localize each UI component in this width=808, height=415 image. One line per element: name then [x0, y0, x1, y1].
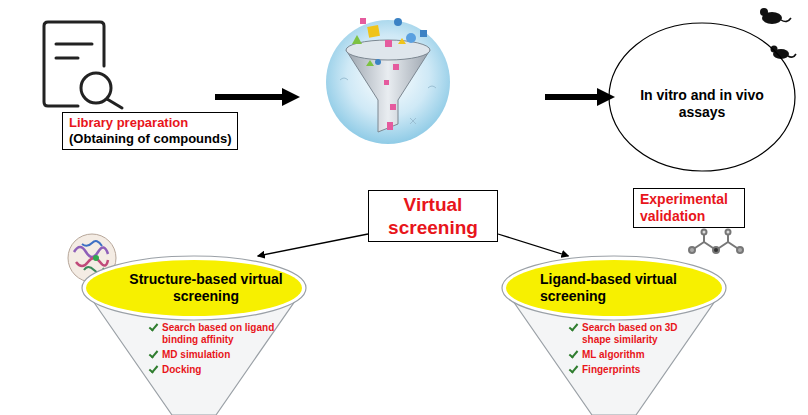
box-label: (Obtaining of compounds): [69, 131, 231, 147]
funnel-illustration: [326, 18, 450, 144]
mouse-icon: [760, 8, 796, 59]
screening-funnel: Structure-based virtual screeningSearch …: [80, 254, 308, 415]
funnel-outline: [506, 260, 722, 316]
check-label: Fingerprints: [582, 364, 640, 375]
check-list: Search based on 3D shape similarity ML al…: [582, 322, 698, 379]
check-label: Docking: [162, 364, 201, 375]
check-item: MD simulation: [162, 349, 278, 361]
check-item: Docking: [162, 364, 278, 376]
check-item: ML algorithm: [582, 349, 698, 361]
box-label: Virtual screening: [375, 193, 491, 239]
process-box: Virtual screening: [368, 190, 498, 242]
connector-arrow: [498, 234, 568, 256]
check-item: Fingerprints: [582, 364, 698, 376]
screening-funnel: Ligand-based virtual screeningSearch bas…: [500, 254, 728, 415]
ellipse-outline: [609, 23, 795, 171]
funnel-title: Ligand-based virtual screening: [540, 271, 690, 305]
molecule-picture: [689, 230, 743, 254]
funnel-title: Structure-based virtual screening: [124, 271, 288, 305]
box-label: Library preparation: [69, 115, 231, 131]
assay-ellipse: In vitro and in vivo assays: [608, 22, 796, 172]
assay-label: In vitro and in vivo assays: [632, 87, 772, 121]
check-item: Search based on ligand binding affinity: [162, 322, 278, 346]
check-label: MD simulation: [162, 349, 230, 360]
check-label: ML algorithm: [582, 349, 645, 360]
check-label: Search based on 3D shape similarity: [582, 322, 678, 345]
process-box: Library preparation(Obtaining of compoun…: [62, 112, 238, 150]
connector-arrow: [258, 234, 368, 256]
check-label: Search based on ligand binding affinity: [162, 322, 274, 345]
funnel-outline: [86, 260, 302, 316]
search-document-icon: [44, 22, 122, 108]
check-item: Search based on 3D shape similarity: [582, 322, 698, 346]
funnel-outline: [82, 256, 306, 320]
box-label: Experimental validation: [640, 191, 738, 225]
funnel-outline: [502, 256, 726, 320]
process-box: Experimental validation: [633, 188, 745, 228]
check-list: Search based on ligand binding affinityM…: [162, 322, 278, 379]
